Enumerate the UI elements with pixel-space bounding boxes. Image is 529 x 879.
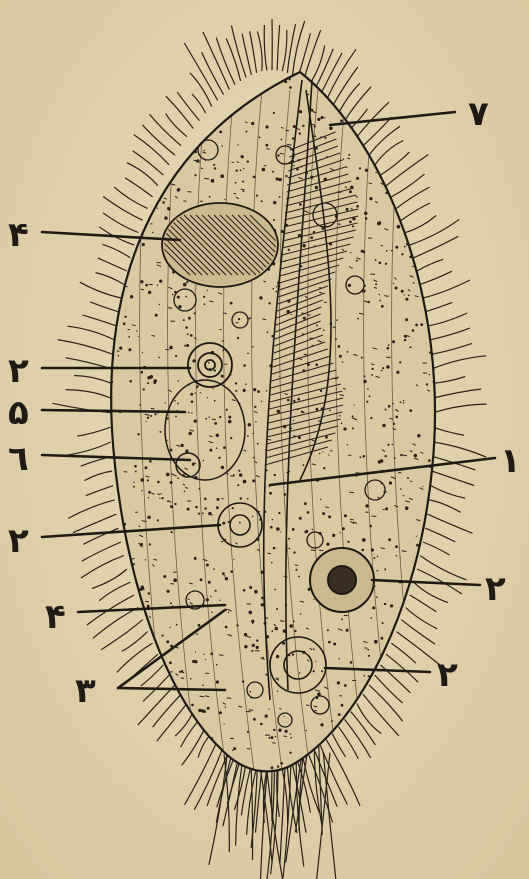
label-3: ٣ [75, 671, 96, 711]
label-2-b: ٢ [8, 521, 29, 561]
label-4-bottom: ۴ [45, 597, 66, 637]
label-1: ١ [500, 441, 521, 481]
label-5: ۵ [8, 393, 29, 433]
label-6: ٦ [8, 439, 29, 479]
label-4-top: ۴ [8, 215, 29, 255]
label-2-c: ٢ [485, 569, 506, 609]
label-2-d: ٢ [437, 655, 458, 695]
label-2-a: ٢ [8, 351, 29, 391]
contractile-vacuole-right [310, 548, 374, 612]
label-7: ٧ [468, 94, 489, 134]
